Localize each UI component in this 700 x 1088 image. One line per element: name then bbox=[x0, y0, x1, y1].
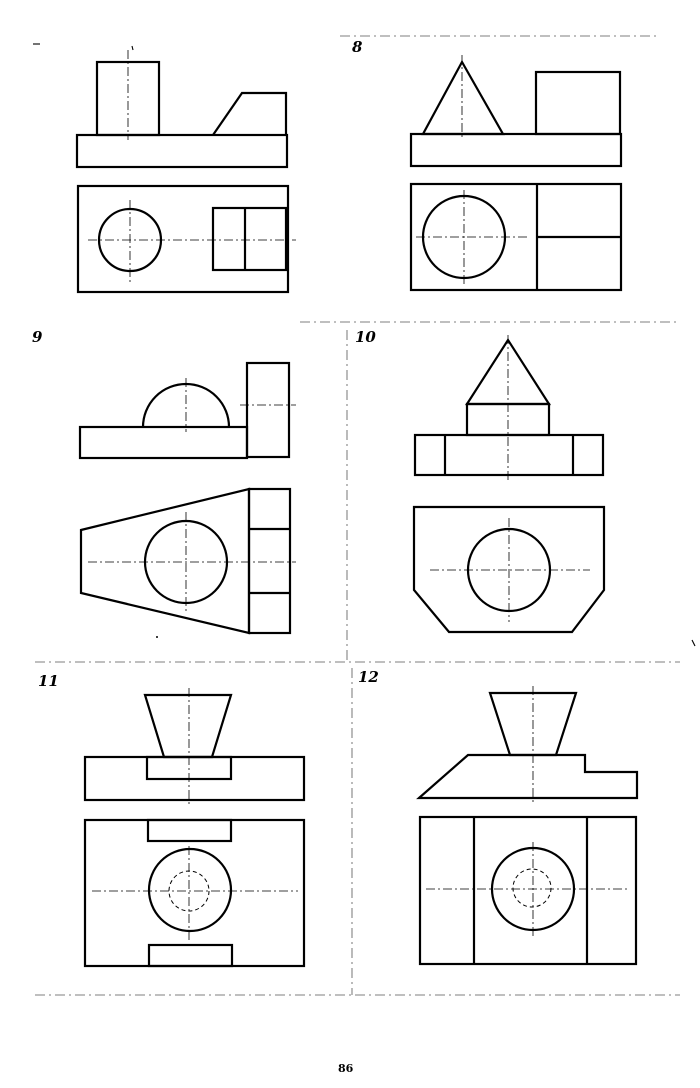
exercise-number: 10 bbox=[355, 328, 376, 346]
top-view bbox=[79, 487, 296, 635]
exercise-3-drawing bbox=[78, 361, 296, 635]
front-view bbox=[413, 335, 605, 480]
exercise-number: 11 bbox=[38, 672, 59, 690]
cell-frames bbox=[35, 35, 680, 996]
front-view bbox=[75, 50, 289, 169]
exercise-5-drawing bbox=[83, 688, 306, 968]
front-view bbox=[416, 686, 639, 802]
exercise-number: 12 bbox=[358, 668, 379, 686]
front-view bbox=[83, 688, 306, 805]
exercise-4-drawing bbox=[412, 335, 606, 634]
top-view bbox=[409, 182, 623, 292]
exercise-2-drawing bbox=[409, 55, 623, 292]
exercise-1-drawing bbox=[75, 50, 296, 294]
page-number: 86 bbox=[338, 1062, 354, 1075]
scan-marks bbox=[33, 43, 696, 647]
top-view bbox=[412, 505, 606, 634]
top-view bbox=[83, 818, 306, 968]
exercise-number: 8 bbox=[352, 38, 363, 56]
exercise-number: 9 bbox=[32, 328, 43, 346]
top-view bbox=[418, 815, 638, 966]
exercise-6-drawing bbox=[416, 686, 639, 966]
front-view bbox=[78, 361, 296, 460]
top-view bbox=[76, 184, 296, 294]
front-view bbox=[409, 55, 623, 168]
